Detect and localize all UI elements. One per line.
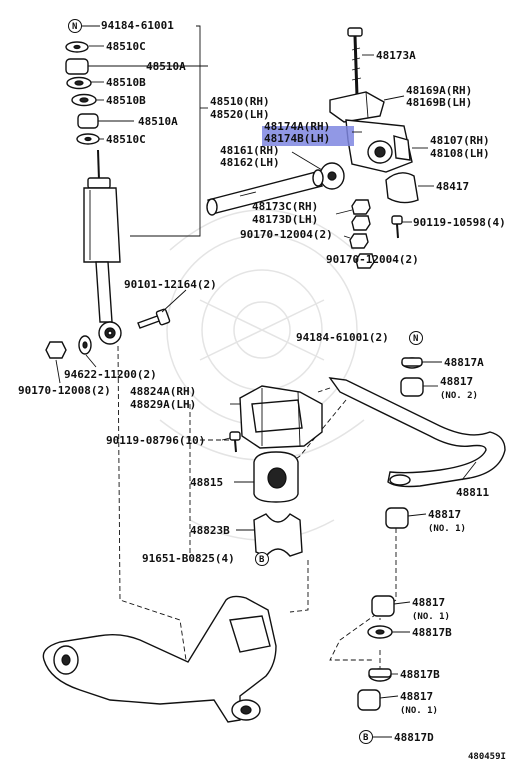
label-48161: 48161(RH) — [220, 144, 280, 157]
symbol-n-mid — [409, 331, 423, 345]
label-48829a: 48829A(LH) — [130, 398, 196, 411]
label-48811: 48811 — [456, 486, 489, 499]
label-48817-no1-b-sub: (NO. 1) — [412, 612, 450, 622]
nut-90170-12004-b[interactable] — [355, 253, 375, 269]
label-48817b-1: 48817B — [412, 626, 452, 639]
label-90170-12004-a: 90170-12004(2) — [240, 228, 333, 241]
label-48817-no1-b: 48817 — [412, 596, 445, 609]
cushion-48817a[interactable] — [401, 357, 442, 369]
cushion-48817-no2[interactable] — [400, 377, 438, 397]
label-48174b: 48174B(LH) — [264, 132, 330, 145]
bushing-48815[interactable] — [234, 451, 299, 503]
label-48815: 48815 — [190, 476, 223, 489]
cushion-48817-no1-b[interactable] — [371, 595, 411, 617]
link-rod[interactable] — [206, 169, 324, 216]
label-48817a: 48817A — [444, 356, 484, 369]
label-48169a: 48169A(RH) — [406, 84, 472, 97]
shock-bushing-stack: N — [65, 19, 208, 237]
label-48510c-1: 48510C — [106, 40, 146, 53]
label-48417: 48417 — [436, 180, 469, 193]
washer-94622[interactable] — [78, 335, 97, 368]
label-91651-b0825: 91651-B0825(4) — [142, 552, 235, 565]
label-48510b-2: 48510B — [106, 94, 146, 107]
label-90170-12004-b: 90170-12004(2) — [326, 253, 419, 266]
label-48824a: 48824A(RH) — [130, 385, 196, 398]
symbol-n-top — [68, 19, 82, 33]
label-90101-12164: 90101-12164(2) — [124, 278, 217, 291]
bolt-48173a[interactable] — [347, 27, 374, 97]
label-48823b: 48823B — [190, 524, 230, 537]
label-48817-no1-a-sub: (NO. 1) — [428, 524, 466, 534]
bolt-90119-10598[interactable] — [391, 215, 412, 239]
diagram-id: 480459I — [468, 752, 506, 762]
bushing-48510a-bottom[interactable] — [77, 113, 99, 129]
label-48169b: 48169B(LH) — [406, 96, 472, 109]
label-94184-61001-top: 94184-61001 — [101, 19, 174, 32]
bracket-48824a[interactable] — [230, 385, 323, 449]
clamp-48417[interactable] — [385, 172, 434, 204]
label-48817-no1-a: 48817 — [428, 508, 461, 521]
nut-90170-12008[interactable] — [45, 341, 67, 384]
label-48817d: 48817D — [394, 731, 434, 744]
label-48817-no2: 48817 — [440, 375, 473, 388]
symbol-b-mid — [255, 552, 269, 566]
label-48173d: 48173D(LH) — [252, 213, 318, 226]
label-90119-08796: 90119-08796(10) — [106, 434, 205, 447]
bracket-48823b[interactable] — [236, 513, 303, 557]
label-48817-no2-sub: (NO. 2) — [440, 391, 478, 401]
label-48510a-1: 48510A — [146, 60, 186, 73]
label-48817b-2: 48817B — [400, 668, 440, 681]
cushion-48817-no1-a[interactable] — [385, 507, 427, 529]
bushing-48161[interactable] — [291, 151, 345, 190]
label-94622-11200: 94622-11200(2) — [64, 368, 157, 381]
label-48510a-2: 48510A — [138, 115, 178, 128]
label-48107: 48107(RH) — [430, 134, 490, 147]
cushion-48169[interactable] — [329, 91, 405, 123]
washer-48817b-1[interactable] — [367, 625, 410, 639]
symbol-b-bottom-label: B — [363, 733, 369, 743]
highlight-48174b — [262, 126, 354, 146]
cushion-48817-no1-c[interactable] — [357, 689, 399, 711]
label-48510c-2: 48510C — [106, 133, 146, 146]
shock-absorber[interactable] — [83, 149, 122, 345]
label-90170-12008: 90170-12008(2) — [18, 384, 111, 397]
nut-90170-12004-a[interactable] — [343, 233, 369, 249]
label-48173c: 48173C(RH) — [252, 200, 318, 213]
label-48162: 48162(LH) — [220, 156, 280, 169]
label-48108: 48108(LH) — [430, 147, 490, 160]
label-48817-no1-c: 48817 — [400, 690, 433, 703]
washer-48817b-2[interactable] — [368, 668, 398, 682]
label-94184-61001-mid: 94184-61001(2) — [296, 331, 389, 344]
stabilizer-bar-48811[interactable] — [328, 377, 506, 488]
label-48817-no1-c-sub: (NO. 1) — [400, 706, 438, 716]
bushing-48510a-top[interactable] — [65, 58, 89, 75]
label-48174a: 48174A(RH) — [264, 120, 330, 133]
bracket-48107[interactable] — [345, 119, 428, 173]
label-48520-lh: 48520(LH) — [210, 108, 270, 121]
label-90119-10598: 90119-10598(4) — [413, 216, 506, 229]
label-48510b-1: 48510B — [106, 76, 146, 89]
nut-48173c[interactable] — [335, 199, 371, 231]
label-48510-rh: 48510(RH) — [210, 95, 270, 108]
symbol-n-mid-label: N — [413, 334, 418, 344]
symbol-n-top-label: N — [72, 22, 77, 32]
bolt-90101[interactable] — [137, 289, 187, 329]
lower-control-arm[interactable] — [42, 595, 277, 723]
symbol-b-mid-label: B — [259, 555, 265, 565]
label-48173a: 48173A — [376, 49, 416, 62]
bolt-90119-08796[interactable] — [221, 431, 241, 453]
